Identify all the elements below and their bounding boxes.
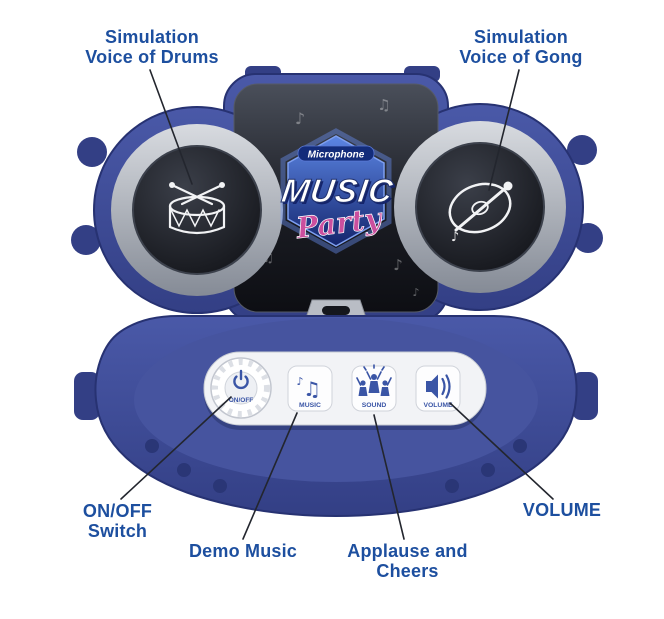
- drums-pad: [111, 124, 283, 296]
- label-simulation-voice-of-gong: Simulation Voice of Gong: [459, 27, 583, 68]
- music-button-label: MUSIC: [299, 402, 321, 409]
- label-applause-and-cheers: Applause and Cheers: [347, 541, 468, 582]
- logo-hexagon: [287, 135, 385, 247]
- gong-pad-surface: [415, 142, 545, 272]
- label-simulation-voice-of-drums: Simulation Voice of Drums: [85, 27, 219, 68]
- right-side-tab: [572, 372, 598, 420]
- speaker-icon: [426, 374, 451, 399]
- logo-badge: Microphone MUSIC MUSIC Party: [279, 128, 398, 254]
- logo-ribbon: [297, 145, 375, 162]
- callout-line-demo: [242, 412, 298, 540]
- note-glyph: ♪: [296, 375, 303, 388]
- knob-label: ON/OFF: [229, 397, 254, 404]
- logo-title-shadow: MUSIC: [281, 175, 398, 212]
- body-rivets: [145, 439, 527, 493]
- callout-lines: [120, 69, 554, 540]
- control-panel: [203, 351, 487, 426]
- power-icon: [233, 369, 249, 390]
- callout-line-applause: [373, 414, 405, 540]
- sound-button: SOUND: [351, 364, 397, 412]
- note-glyph: ♫: [377, 96, 390, 114]
- note-glyph: ♪: [412, 286, 419, 299]
- note-glyph: ♪: [295, 109, 305, 128]
- label-demo-music: Demo Music: [188, 541, 298, 561]
- left-ear-bump-1: [77, 137, 107, 167]
- nose-slot: [322, 306, 350, 315]
- sound-button-label: SOUND: [362, 402, 387, 409]
- note-glyph: ♪: [451, 230, 459, 245]
- gong-icon: ♪: [448, 181, 513, 245]
- right-ear-bump-1: [567, 135, 597, 165]
- note-glyph: ♪: [393, 256, 403, 274]
- label-onoff-switch: ON/OFF Switch: [82, 501, 153, 542]
- left-ear-bump-2: [71, 225, 101, 255]
- volume-button: VOLUME: [415, 365, 461, 412]
- drum-icon: [168, 182, 226, 235]
- onoff-knob: ON/OFF: [210, 357, 272, 419]
- music-button: ♫ ♪ MUSIC: [287, 365, 333, 412]
- logo-hex-glow: [280, 128, 392, 254]
- label-volume: VOLUME: [522, 500, 602, 520]
- logo-brand-text: Microphone: [308, 150, 365, 161]
- applause-icon: [356, 364, 392, 396]
- callout-line-volume: [449, 402, 554, 500]
- logo-title-text: MUSIC: [279, 173, 396, 210]
- note-glyph: ♫: [303, 377, 321, 401]
- callout-line-gong: [488, 69, 520, 191]
- callout-line-onoff: [120, 396, 232, 500]
- left-side-tab: [74, 372, 100, 420]
- music-note-icon: ♫ ♪: [296, 375, 320, 401]
- callout-line-drums: [149, 69, 193, 185]
- drums-pad-surface: [132, 145, 262, 275]
- gong-pad: ♪: [394, 121, 566, 293]
- volume-button-label: VOLUME: [423, 402, 453, 409]
